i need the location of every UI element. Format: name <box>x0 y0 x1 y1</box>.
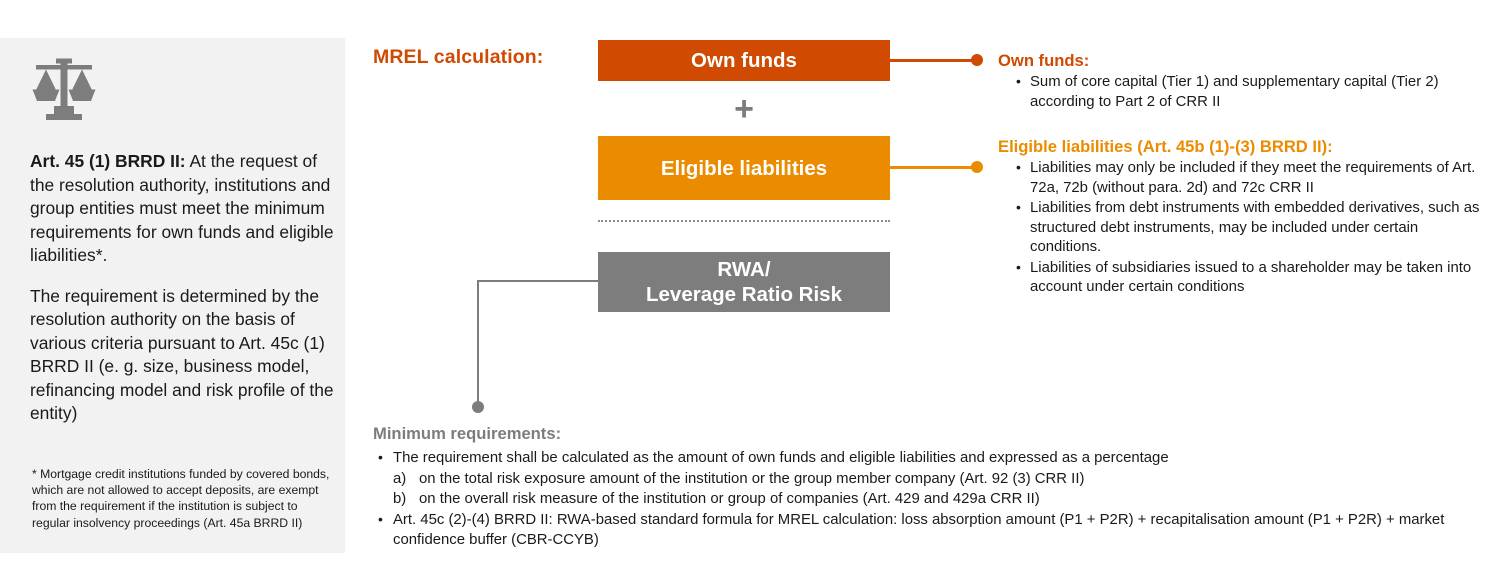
right-detail-column: Own funds: Sum of core capital (Tier 1) … <box>998 50 1488 299</box>
block-rwa-label-line1: RWA/ <box>717 258 771 281</box>
legal-paragraph-1-rest: At the request of the resolution authori… <box>30 151 334 265</box>
connector-own-funds <box>890 59 976 62</box>
detail-group-own-funds: Own funds: Sum of core capital (Tier 1) … <box>998 50 1488 112</box>
list-item: b) on the overall risk measure of the ins… <box>393 489 1478 510</box>
list-item: Liabilities of subsidiaries issued to a … <box>998 258 1488 298</box>
legal-paragraph-1-lead: Art. 45 (1) BRRD II: <box>30 151 186 171</box>
list-item-text: The requirement shall be calculated as t… <box>393 450 1169 466</box>
connector-rwa-vertical <box>477 280 479 406</box>
detail-group-eligible-liabilities: Eligible liabilities (Art. 45b (1)-(3) B… <box>998 136 1488 298</box>
list-item: a) on the total risk exposure amount of t… <box>393 469 1478 490</box>
footnote-text: * Mortgage credit institutions funded by… <box>32 467 330 530</box>
block-rwa[interactable]: RWA/ Leverage Ratio Risk <box>598 252 890 312</box>
connector-dot-rwa <box>472 401 484 413</box>
connector-rwa-horizontal <box>477 280 599 282</box>
detail-bullets-eligible-liabilities: Liabilities may only be included if they… <box>998 158 1488 298</box>
plus-operator-icon: + <box>734 90 754 128</box>
mrel-calculation-title: MREL calculation: <box>373 46 544 68</box>
list-item: Liabilities may only be included if they… <box>998 158 1488 198</box>
list-item: Art. 45c (2)-(4) BRRD II: RWA-based stan… <box>373 509 1478 551</box>
detail-heading-own-funds: Own funds: <box>998 51 1090 70</box>
sub-item-marker-b: b) <box>393 491 407 507</box>
block-own-funds[interactable]: Own funds <box>598 40 890 81</box>
fraction-divider-line <box>598 220 890 222</box>
minimum-requirements-section: Minimum requirements: The requirement sh… <box>373 423 1478 551</box>
block-rwa-label: RWA/ Leverage Ratio Risk <box>646 257 842 307</box>
block-eligible-liabilities-label: Eligible liabilities <box>660 156 828 180</box>
legal-paragraph-2: The requirement is determined by the res… <box>30 285 334 424</box>
block-rwa-label-line2: Leverage Ratio Risk <box>646 283 842 306</box>
minimum-requirements-bullets: The requirement shall be calculated as t… <box>373 447 1478 551</box>
list-item: Liabilities from debt instruments with e… <box>998 198 1488 258</box>
legal-body-text: Art. 45 (1) BRRD II: At the request of t… <box>30 150 335 443</box>
scales-of-justice-icon <box>28 56 100 124</box>
left-info-panel: Art. 45 (1) BRRD II: At the request of t… <box>0 38 345 553</box>
list-item: Sum of core capital (Tier 1) and supplem… <box>998 72 1488 112</box>
sub-item-text-a: on the total risk exposure amount of the… <box>419 470 1085 487</box>
connector-dot-own-funds <box>971 54 983 66</box>
list-item: The requirement shall be calculated as t… <box>373 447 1478 510</box>
block-own-funds-label: Own funds <box>691 49 797 72</box>
minimum-requirements-sublist: a) on the total risk exposure amount of t… <box>393 469 1478 510</box>
sub-item-marker-a: a) <box>393 470 407 487</box>
connector-dot-eligible-liabilities <box>971 161 983 173</box>
block-eligible-liabilities[interactable]: Eligible liabilities <box>598 136 890 200</box>
detail-bullets-own-funds: Sum of core capital (Tier 1) and supplem… <box>998 72 1488 112</box>
minimum-requirements-heading: Minimum requirements: <box>373 424 562 443</box>
detail-heading-eligible-liabilities: Eligible liabilities (Art. 45b (1)-(3) B… <box>998 137 1333 156</box>
legal-paragraph-1: Art. 45 (1) BRRD II: At the request of t… <box>30 150 335 268</box>
connector-eligible-liabilities <box>890 166 976 169</box>
sub-item-text-b: on the overall risk measure of the insti… <box>419 491 1040 507</box>
